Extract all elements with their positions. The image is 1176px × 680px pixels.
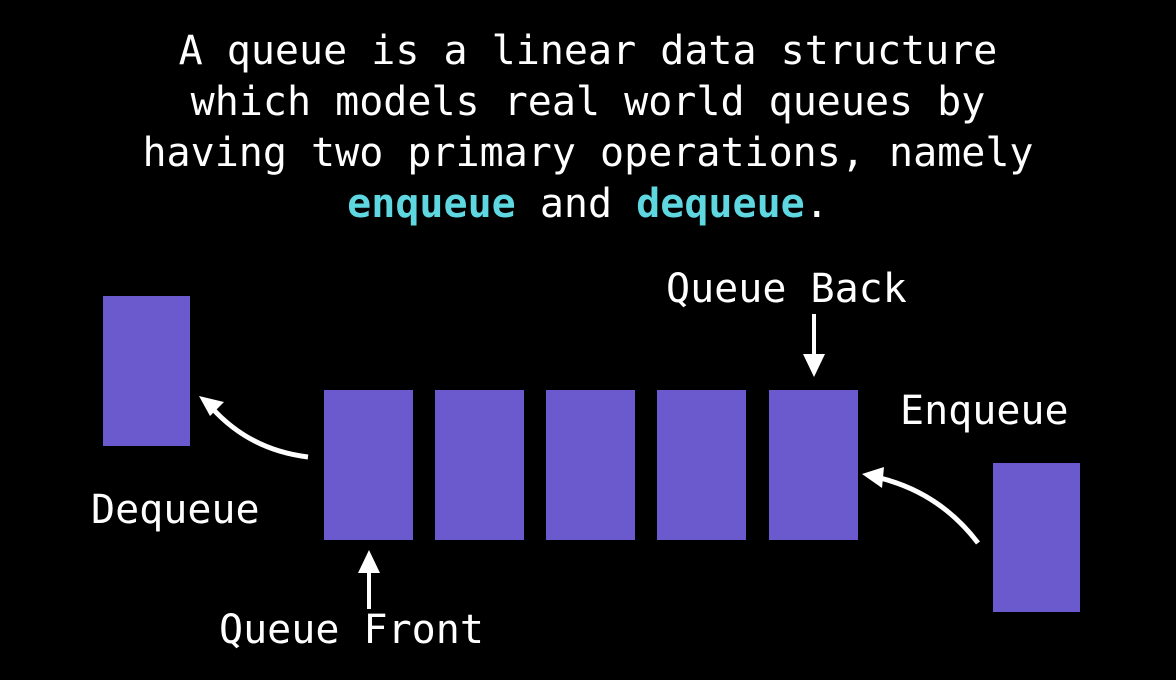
dequeued-item [103, 296, 190, 446]
dequeue-curved-arrow [199, 396, 309, 460]
enqueue-label: Enqueue [900, 388, 1069, 434]
description-text: A queue is a linear data structure which… [0, 26, 1176, 230]
queue-item-1 [324, 390, 413, 540]
description-line-2: which models real world queues by [190, 79, 986, 125]
dequeue-keyword: dequeue [636, 181, 805, 227]
description-line-3: having two primary operations, namely [142, 130, 1034, 176]
queue-front-arrow [358, 550, 380, 609]
description-line-1: A queue is a linear data structure [178, 28, 998, 74]
dequeue-label: Dequeue [91, 487, 260, 533]
queue-item-5 [769, 390, 858, 540]
queue-front-label: Queue Front [219, 607, 484, 653]
queue-item-4 [657, 390, 746, 540]
queue-item-2 [435, 390, 524, 540]
description-period: . [804, 181, 829, 227]
enqueue-curved-arrow [862, 467, 980, 545]
enqueued-item [993, 463, 1080, 612]
queue-back-arrow [803, 314, 825, 377]
and-text: and [515, 181, 637, 227]
queue-item-3 [546, 390, 635, 540]
enqueue-keyword: enqueue [347, 181, 516, 227]
queue-back-label: Queue Back [666, 266, 907, 312]
